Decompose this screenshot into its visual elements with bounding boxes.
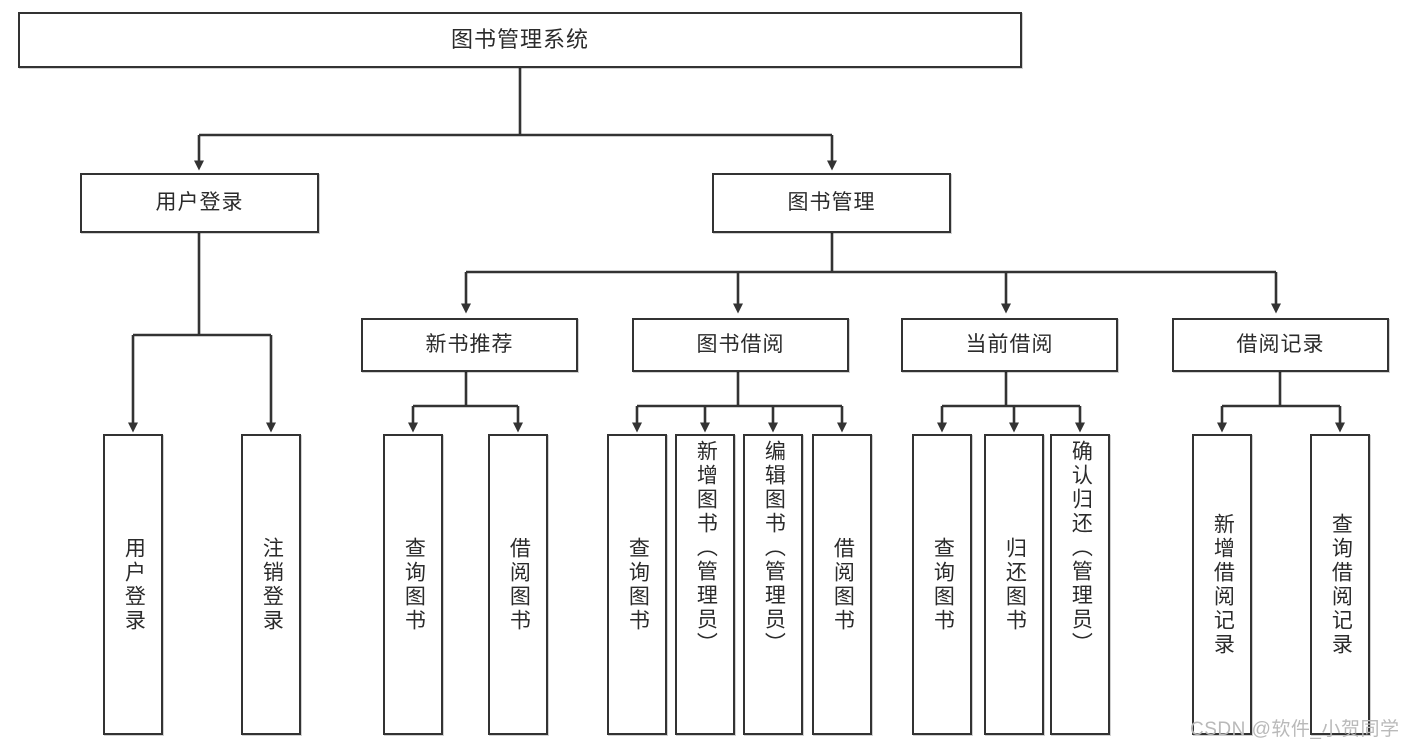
- node-label: 新增借阅记录: [1211, 512, 1235, 657]
- node-leaf-query-book-3[interactable]: 查询图书: [912, 434, 972, 735]
- node-label: 当前借阅: [965, 333, 1054, 357]
- node-user-login[interactable]: 用户登录: [80, 173, 319, 233]
- node-label: 注销登录: [260, 536, 284, 633]
- node-label: 用户登录: [122, 536, 146, 633]
- node-label: 确认归还（管理员）: [1069, 440, 1093, 656]
- node-label: 新增图书（管理员）: [694, 440, 718, 656]
- watermark-text: CSDN @软件_小贺同学: [1190, 719, 1400, 740]
- node-book-manage[interactable]: 图书管理: [712, 173, 951, 233]
- node-leaf-return-book[interactable]: 归还图书: [984, 434, 1044, 735]
- node-label: 编辑图书（管理员）: [762, 440, 786, 656]
- node-leaf-edit-book[interactable]: 编辑图书（管理员）: [743, 434, 803, 735]
- node-label: 查询图书: [626, 536, 650, 633]
- node-leaf-query-book-2[interactable]: 查询图书: [607, 434, 667, 735]
- node-leaf-user-logout[interactable]: 注销登录: [241, 434, 301, 735]
- node-label: 图书借阅: [696, 333, 785, 357]
- node-label: 借阅图书: [831, 536, 855, 633]
- node-leaf-add-book[interactable]: 新增图书（管理员）: [675, 434, 735, 735]
- node-leaf-borrow-book-2[interactable]: 借阅图书: [812, 434, 872, 735]
- node-label: 图书管理: [787, 191, 876, 215]
- node-borrow-record[interactable]: 借阅记录: [1172, 318, 1389, 372]
- node-label: 查询图书: [402, 536, 426, 633]
- node-leaf-add-record[interactable]: 新增借阅记录: [1192, 434, 1252, 735]
- node-new-book-recommend[interactable]: 新书推荐: [361, 318, 578, 372]
- node-leaf-query-book-1[interactable]: 查询图书: [383, 434, 443, 735]
- node-label: 归还图书: [1003, 536, 1027, 633]
- node-label: 借阅图书: [507, 536, 531, 633]
- node-leaf-confirm-return[interactable]: 确认归还（管理员）: [1050, 434, 1110, 735]
- node-root-system[interactable]: 图书管理系统: [18, 12, 1022, 68]
- node-label: 新书推荐: [425, 333, 514, 357]
- node-label: 借阅记录: [1236, 333, 1325, 357]
- node-leaf-borrow-book-1[interactable]: 借阅图书: [488, 434, 548, 735]
- node-leaf-user-login[interactable]: 用户登录: [103, 434, 163, 735]
- node-current-borrow[interactable]: 当前借阅: [901, 318, 1118, 372]
- node-book-borrow[interactable]: 图书借阅: [632, 318, 849, 372]
- node-label: 图书管理系统: [450, 26, 589, 52]
- node-label: 查询借阅记录: [1329, 512, 1353, 657]
- node-leaf-query-record[interactable]: 查询借阅记录: [1310, 434, 1370, 735]
- node-label: 查询图书: [931, 536, 955, 633]
- node-label: 用户登录: [155, 191, 244, 215]
